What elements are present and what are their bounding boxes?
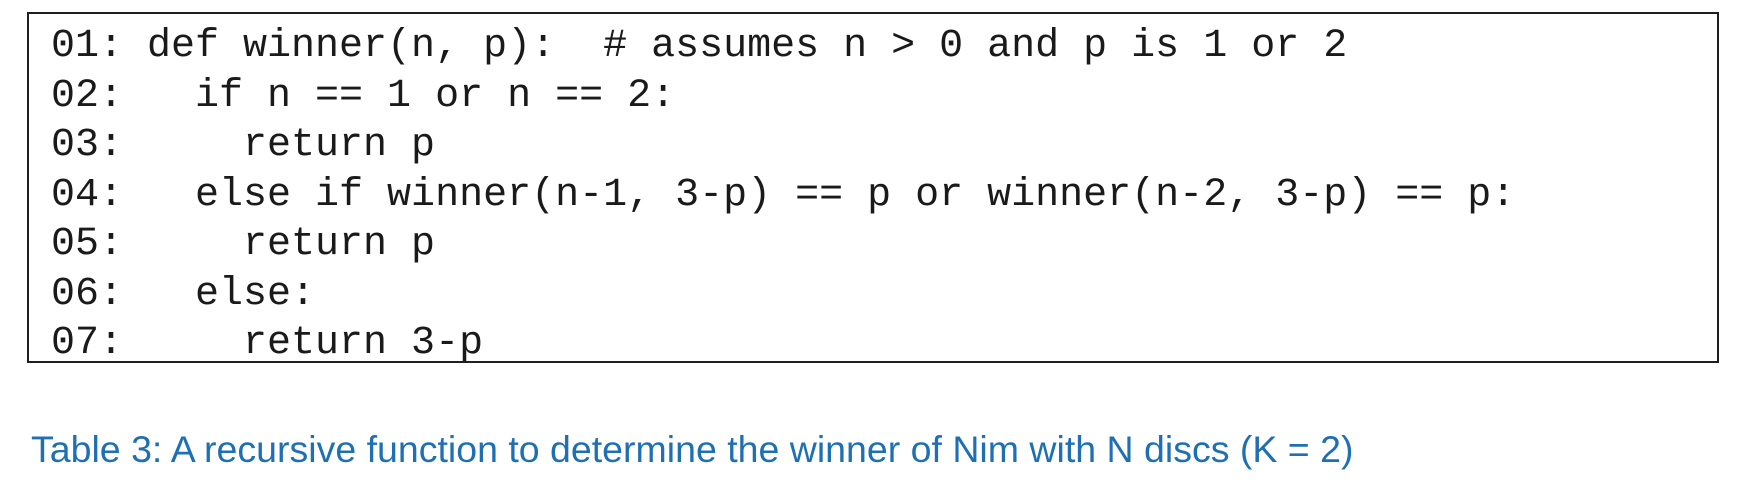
code-line: 07: return 3-p [51, 321, 484, 366]
code-line: 06: else: [51, 271, 316, 317]
code-line: 03: return p [51, 123, 436, 168]
code-listing: 01: def winner(n, p): # assumes n > 0 an… [51, 22, 1515, 369]
table-caption: Table 3: A recursive function to determi… [31, 428, 1354, 470]
code-line: 02: if n == 1 or n == 2: [51, 73, 676, 119]
code-line: 04: else if winner(n-1, 3-p) == p or win… [51, 172, 1516, 218]
code-listing-box: 01: def winner(n, p): # assumes n > 0 an… [27, 12, 1719, 366]
code-line: 01: def winner(n, p): # assumes n > 0 an… [51, 24, 1348, 69]
code-line: 05: return p [51, 222, 436, 267]
